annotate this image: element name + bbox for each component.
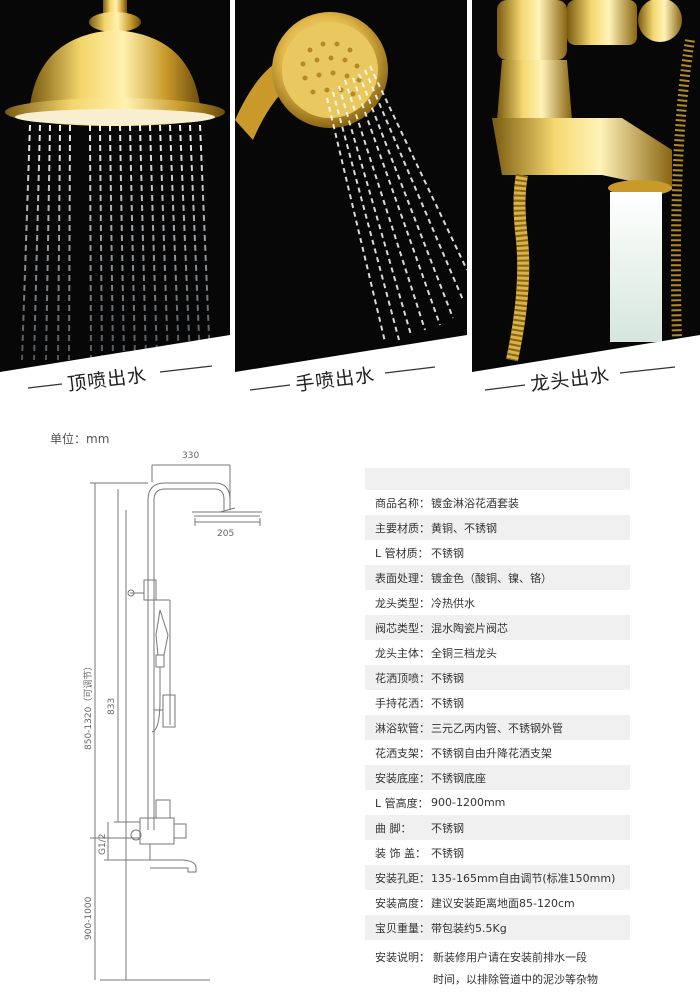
spec-key: 花洒顶喷： bbox=[375, 671, 430, 685]
spec-value: 黄铜、不锈钢 bbox=[431, 521, 497, 535]
spec-key: 装 饰 盖： bbox=[375, 846, 426, 860]
spec-key: 商品名称： bbox=[375, 496, 430, 510]
hand-shower-photo bbox=[235, 0, 467, 415]
spec-value: 不锈钢底座 bbox=[431, 771, 486, 785]
spec-value: 900-1200mm bbox=[431, 796, 506, 809]
spec-key: 宝贝重量： bbox=[375, 921, 430, 935]
spec-row: 安装底座： 不锈钢底座 bbox=[365, 765, 630, 790]
spec-key: 曲 脚： bbox=[375, 821, 412, 835]
spec-row: 曲 脚： 不锈钢 bbox=[365, 815, 630, 840]
spec-key: 阀芯类型： bbox=[375, 621, 430, 635]
overhead-shower-photo bbox=[0, 0, 230, 415]
dimension-diagram: 330 205 850-1320（可调节） 833 G1/2 900-1000 bbox=[83, 451, 262, 981]
spec-row: 宝贝重量： 带包装约5.5Kg bbox=[365, 915, 630, 940]
install-note: 安装说明：新装修用户请在安装前排水一段 时间，以排除管道中的泥沙等杂物 bbox=[375, 947, 598, 991]
spec-key: 主要材质： bbox=[375, 521, 430, 535]
spec-key: 手持花洒： bbox=[375, 696, 430, 710]
spec-value: 镀金色（酸铜、镍、铬） bbox=[431, 571, 552, 585]
spec-value: 冷热供水 bbox=[431, 596, 475, 610]
spec-value: 不锈钢 bbox=[431, 546, 464, 560]
spec-key: 龙头类型： bbox=[375, 596, 430, 610]
spec-row: 花洒顶喷： 不锈钢 bbox=[365, 665, 630, 690]
spec-key: L 管材质： bbox=[375, 546, 429, 560]
spec-value: 不锈钢 bbox=[431, 671, 464, 685]
spec-value: 混水陶瓷片阀芯 bbox=[431, 621, 508, 635]
caption-rules bbox=[27, 365, 676, 391]
spec-row: 安装高度： 建议安装距离地面85-120cm bbox=[365, 890, 630, 915]
dim-head-width: 205 bbox=[217, 529, 234, 539]
install-note-key: 安装说明： bbox=[375, 951, 430, 964]
spec-value: 镀金淋浴花酒套装 bbox=[431, 496, 519, 510]
spec-row: 商品名称： 镀金淋浴花酒套装 bbox=[365, 490, 630, 515]
spec-row: L 管高度： 900-1200mm bbox=[365, 790, 630, 815]
spec-key: 安装底座： bbox=[375, 771, 430, 785]
spec-row: 安装孔距： 135-165mm自由调节(标准150mm) bbox=[365, 865, 630, 890]
dim-inlet: G1/2 bbox=[98, 834, 108, 855]
spec-key: 龙头主体： bbox=[375, 646, 430, 660]
install-note-line2: 时间，以排除管道中的泥沙等杂物 bbox=[433, 973, 598, 986]
spec-table: 商品名称： 镀金淋浴花酒套装 主要材质： 黄铜、不锈钢 L 管材质： 不锈钢 表… bbox=[365, 468, 630, 940]
spec-row: 阀芯类型： 混水陶瓷片阀芯 bbox=[365, 615, 630, 640]
spec-value: 135-165mm自由调节(标准150mm) bbox=[431, 871, 616, 885]
spec-row: 龙头主体： 全铜三档龙头 bbox=[365, 640, 630, 665]
install-note-line1: 新装修用户请在安装前排水一段 bbox=[433, 951, 587, 964]
spec-row: 表面处理： 镀金色（酸铜、镍、铬） bbox=[365, 565, 630, 590]
faucet-spout-photo bbox=[472, 0, 700, 415]
spec-value: 带包装约5.5Kg bbox=[431, 921, 507, 935]
spec-value: 建议安装距离地面85-120cm bbox=[431, 896, 575, 910]
dim-top-width: 330 bbox=[182, 451, 199, 461]
dim-base-height: 900-1000 bbox=[84, 896, 94, 940]
spec-key: 淋浴软管： bbox=[375, 721, 430, 735]
spec-value: 三元乙丙内管、不锈钢外管 bbox=[431, 721, 563, 735]
spec-key: L 管高度： bbox=[375, 796, 429, 810]
spec-key: 花洒支架： bbox=[375, 746, 430, 760]
spec-value: 全铜三档龙头 bbox=[431, 646, 497, 660]
spec-key: 安装孔距： bbox=[375, 871, 430, 885]
spec-row: 装 饰 盖： 不锈钢 bbox=[365, 840, 630, 865]
spec-row: 手持花洒： 不锈钢 bbox=[365, 690, 630, 715]
spec-row: 花洒支架： 不锈钢自由升降花洒支架 bbox=[365, 740, 630, 765]
spec-row: 龙头类型： 冷热供水 bbox=[365, 590, 630, 615]
spec-value: 不锈钢 bbox=[431, 821, 464, 835]
spec-key: 表面处理： bbox=[375, 571, 430, 585]
spec-value: 不锈钢自由升降花洒支架 bbox=[431, 746, 552, 760]
dim-total-height: 850-1320（可调节） bbox=[83, 662, 94, 750]
spec-header-bar bbox=[365, 468, 630, 490]
spec-key: 安装高度： bbox=[375, 896, 430, 910]
spec-value: 不锈钢 bbox=[431, 696, 464, 710]
spec-row: 淋浴软管： 三元乙丙内管、不锈钢外管 bbox=[365, 715, 630, 740]
dim-rail-height: 833 bbox=[107, 698, 117, 715]
spec-row: 主要材质： 黄铜、不锈钢 bbox=[365, 515, 630, 540]
spec-value: 不锈钢 bbox=[431, 846, 464, 860]
spec-row: L 管材质： 不锈钢 bbox=[365, 540, 630, 565]
unit-label: 单位：mm bbox=[50, 432, 110, 446]
